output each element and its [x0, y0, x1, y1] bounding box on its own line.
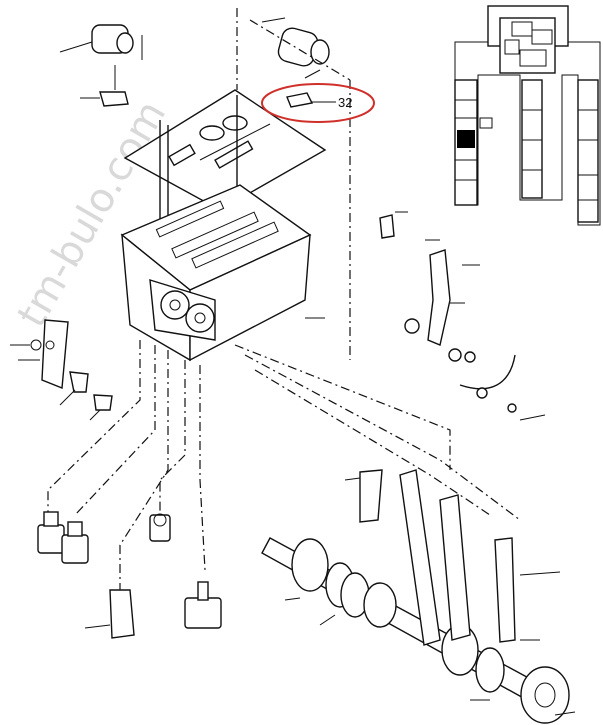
- locator-map: [454, 5, 601, 226]
- rotary-switch: [184, 581, 222, 629]
- locator-highlight: [457, 130, 475, 148]
- bracket-left: [99, 91, 129, 107]
- left-bracket-assembly: [10, 319, 113, 421]
- toggle-switch-pair: [37, 511, 89, 564]
- top-plate: [123, 89, 327, 211]
- indicator-lamp: [84, 589, 135, 639]
- callout-label: 32: [338, 95, 352, 110]
- upper-linkage: [379, 214, 517, 413]
- leader-lines: [261, 17, 576, 716]
- shift-levers: [359, 469, 516, 646]
- push-switch: [149, 513, 171, 542]
- control-housing: [120, 184, 312, 362]
- solenoid-right: [277, 27, 330, 67]
- solenoid-left: [59, 24, 134, 54]
- shaft-assembly: [261, 537, 570, 724]
- callout-32[interactable]: 32: [261, 83, 375, 123]
